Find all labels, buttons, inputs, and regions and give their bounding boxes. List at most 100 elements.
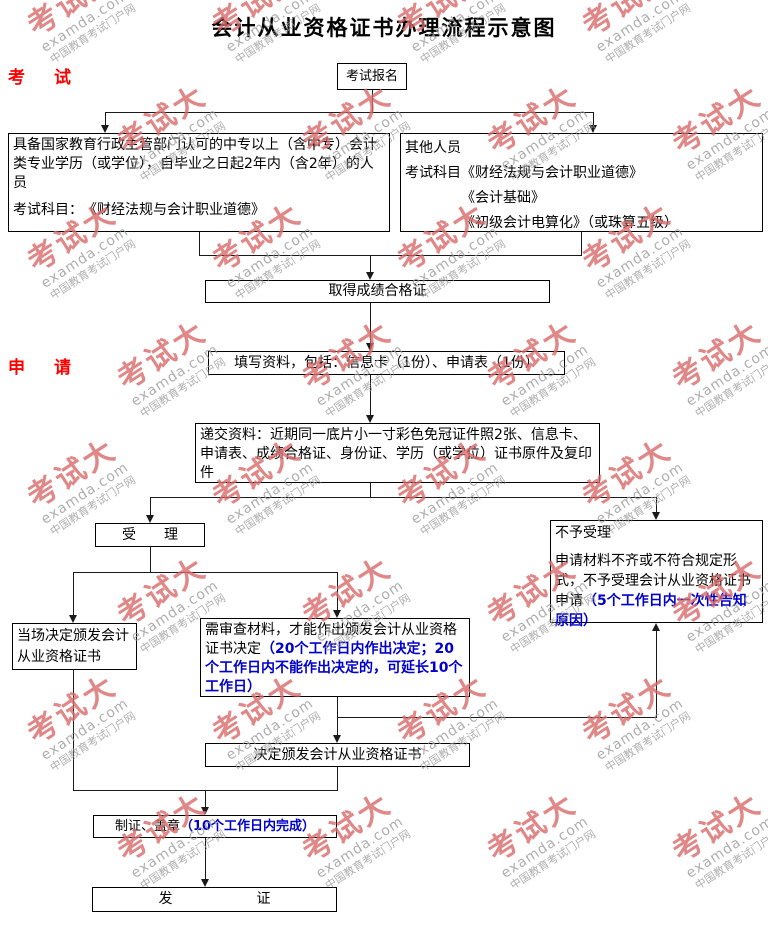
flow-connector — [372, 90, 373, 112]
node-issue-certificate-label: 发 证 — [158, 891, 271, 907]
flow-arrowhead-down-icon — [201, 807, 209, 815]
watermark-site-text: 中国教育考试门户网 — [692, 355, 768, 421]
flow-arrowhead-down-icon — [652, 512, 660, 520]
watermark-site-text: 中国教育考试门户网 — [47, 709, 138, 775]
watermark-domain-text: examda.com — [683, 341, 768, 410]
qualified-subjects-text: 考试科目： 《财经法规与会计职业道德》 — [13, 202, 265, 218]
reject-body-label: 申请材料不齐或不符合规定形式，不予受理会计从业资格证书申请 — [555, 553, 751, 609]
node-onsite-issue: 当场决定颁发会计从业资格证书 — [12, 623, 137, 670]
flow-connector — [150, 497, 657, 498]
flow-connector — [593, 112, 594, 127]
watermark-brand-text: 考试大 — [481, 786, 584, 870]
watermark-brand-text: 考试大 — [111, 550, 214, 634]
flow-connector — [656, 497, 657, 514]
flow-connector — [370, 255, 371, 274]
watermark-domain-text: examda.com — [38, 695, 132, 764]
flow-connector — [337, 572, 338, 612]
watermark-site-text: 中国教育考试门户网 — [602, 709, 693, 775]
flow-connector — [581, 232, 582, 255]
section-label-apply: 申 请 — [8, 358, 77, 378]
watermark-domain-text: examda.com — [593, 459, 687, 528]
others-title-text: 其他人员 — [405, 140, 461, 156]
node-decide-issue-label: 决定颁发会计从业资格证书 — [253, 746, 422, 763]
node-submit-docs: 递交资料：近期同一底片小一寸彩色免冠证件照2张、信息卡、申请表、成绩合格证、身份… — [195, 423, 600, 483]
flow-connector — [105, 112, 594, 113]
flow-connector — [150, 547, 151, 572]
flow-connector — [370, 483, 371, 497]
watermark-site-text: 中国教育考试门户网 — [692, 827, 768, 893]
reject-note-label: （5个工作日内一次性告知原因） — [555, 593, 747, 629]
section-label-exam: 考 试 — [8, 68, 77, 88]
make-cert-note-label: （10个工作日内完成） — [179, 819, 316, 834]
review-body-label: 需审查材料，才能作出颁发会计从业资格证书决定 — [205, 622, 457, 657]
flow-arrowhead-up-icon — [652, 623, 660, 631]
flow-connector — [337, 717, 657, 718]
node-qualified-applicants: 具备国家教育行政主管部门认可的中专以上（含中专）会计类专业学历（或学位），自毕业… — [8, 133, 390, 232]
flow-connector — [73, 572, 338, 573]
flow-arrowhead-down-icon — [201, 879, 209, 887]
flow-arrowhead-down-icon — [333, 610, 341, 618]
others-subject3-text: 《初级会计电算化》（或珠算五级） — [461, 215, 678, 231]
node-accept: 受 理 — [95, 523, 205, 547]
flow-connector — [205, 790, 206, 809]
review-note-label: （20个工作日内作出决定；20个工作日内不能作出决定的，可延长10个工作日） — [205, 641, 463, 695]
watermark-domain-text: examda.com — [498, 813, 592, 882]
node-onsite-issue-label: 当场决定颁发会计从业资格证书 — [17, 628, 129, 665]
flow-connector — [370, 303, 371, 345]
flow-connector — [73, 670, 74, 790]
watermark-brand-text: 考试大 — [21, 432, 124, 516]
flow-connector — [150, 497, 151, 517]
flow-connector — [73, 572, 74, 617]
node-fill-info-label: 填写资料，包括：信息卡（1份）、申请表（1份） — [234, 354, 539, 371]
node-review: 需审查材料，才能作出颁发会计从业资格证书决定（20个工作日内作出决定；20个工作… — [200, 618, 470, 697]
flow-arrowhead-down-icon — [366, 415, 374, 423]
watermark-domain-text: examda.com — [38, 459, 132, 528]
watermark-site-text: 中国教育考试门户网 — [47, 237, 138, 303]
others-subject1-text: 考试科目《财经法规与会计职业道德》 — [405, 165, 643, 181]
watermark-brand-text: 考试大 — [666, 314, 768, 398]
flow-arrowhead-down-icon — [69, 615, 77, 623]
others-subject2-text: 《会计基础》 — [461, 190, 545, 206]
flow-arrowhead-down-icon — [146, 515, 154, 523]
flow-connector — [105, 112, 106, 127]
node-submit-docs-label: 递交资料：近期同一底片小一寸彩色免冠证件照2张、信息卡、申请表、成绩合格证、身份… — [200, 427, 592, 481]
watermark-brand-text: 考试大 — [666, 786, 768, 870]
node-decide-issue: 决定颁发会计从业资格证书 — [205, 743, 470, 767]
watermark-brand-text: 考试大 — [111, 314, 214, 398]
watermark-brand-text: 考试大 — [576, 668, 679, 752]
flow-connector — [370, 375, 371, 417]
node-exam-signup: 考试报名 — [337, 63, 407, 90]
node-score-certificate: 取得成绩合格证 — [205, 280, 550, 303]
watermark-site-text: 中国教育考试门户网 — [602, 237, 693, 303]
watermark-site-text: 中国教育考试门户网 — [507, 827, 598, 893]
flow-connector — [199, 232, 200, 255]
flow-connector — [205, 838, 206, 881]
page-title: 会计从业资格证书办理流程示意图 — [211, 16, 557, 40]
flow-connector — [199, 255, 582, 256]
make-cert-label: 制证、盖章 — [114, 819, 180, 834]
qualified-condition-text: 具备国家教育行政主管部门认可的中专以上（含中专）会计类专业学历（或学位），自毕业… — [13, 137, 377, 191]
node-issue-certificate: 发 证 — [92, 887, 337, 912]
flow-connector — [656, 631, 657, 717]
reject-title-text: 不予受理 — [555, 525, 611, 541]
watermark-domain-text: examda.com — [683, 813, 768, 882]
node-fill-info: 填写资料，包括：信息卡（1份）、申请表（1份） — [208, 351, 565, 375]
watermark-domain-text: examda.com — [593, 695, 687, 764]
flow-arrowhead-down-icon — [333, 735, 341, 743]
flow-arrowhead-down-icon — [589, 125, 597, 133]
node-other-applicants: 其他人员 考试科目《财经法规与会计职业道德》 《会计基础》 《初级会计电算化》（… — [400, 133, 763, 232]
node-make-certificate: 制证、盖章（10个工作日内完成） — [93, 815, 337, 838]
watermark-domain-text: examda.com — [38, 223, 132, 292]
flow-arrowhead-down-icon — [101, 125, 109, 133]
node-exam-signup-label: 考试报名 — [345, 69, 398, 84]
flow-arrowhead-down-icon — [366, 343, 374, 351]
node-score-certificate-label: 取得成绩合格证 — [328, 283, 427, 299]
